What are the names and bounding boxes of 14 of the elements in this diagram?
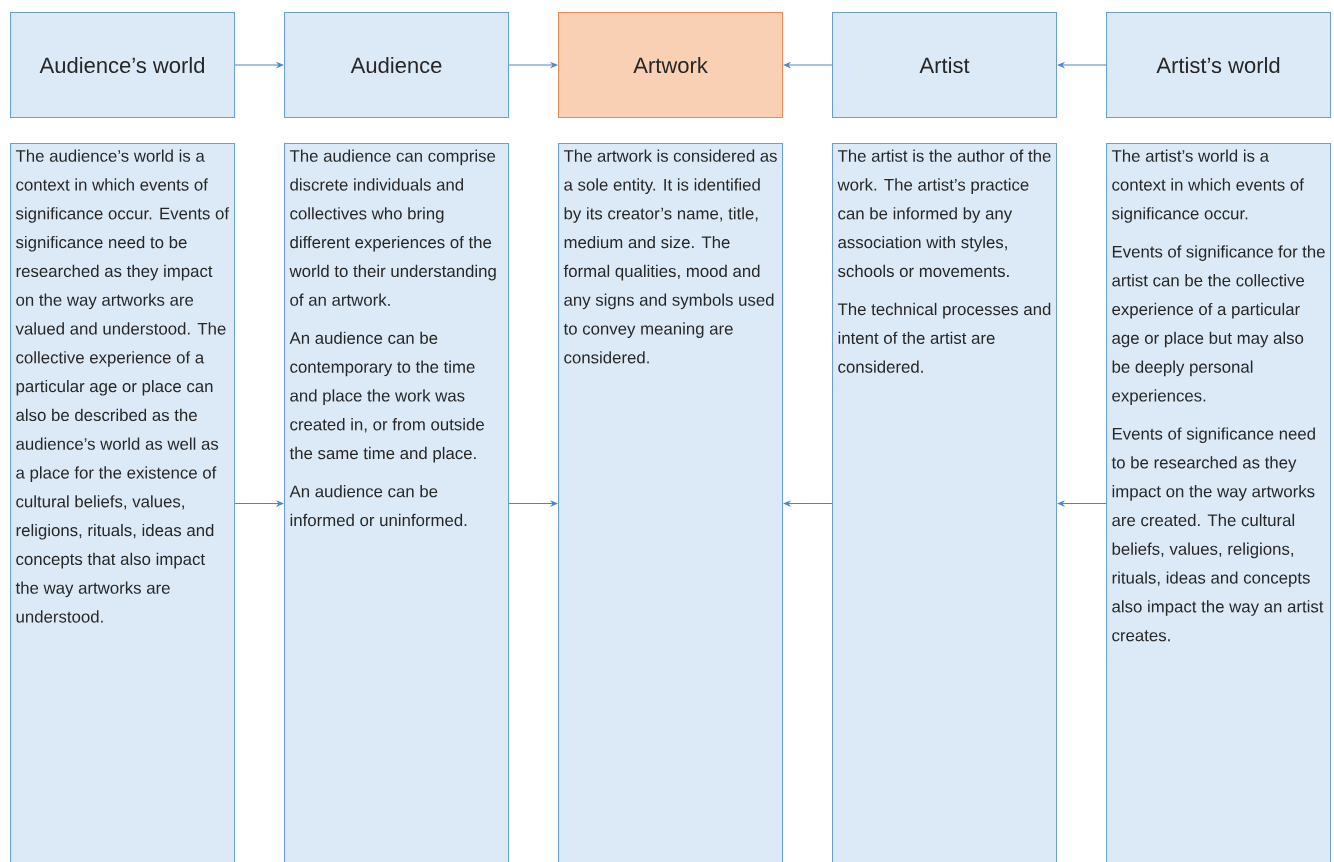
heading-box: Audience’s world — [10, 12, 236, 119]
heading-box: Audience — [284, 12, 510, 119]
description-box: The artist’s world is a context in which events of significance occur. Events of significance for the artist can be the collective experience of a particular age or place but may also be deeply personal experiences. Events of significance need to be researched as they impact on the way artworks are created. The cultural beliefs, values, religions, rituals, ideas and concepts also impact the way an artist creates. — [1106, 143, 1332, 862]
description-box: The artwork is considered as a sole entity. It is identified by its creator’s name, title, medium and size. The formal qualities, mood and any signs and symbols used to convey meaning are considered. — [558, 143, 784, 862]
arrow — [508, 500, 558, 507]
arrow — [1057, 500, 1107, 507]
heading-box: Artwork — [558, 12, 784, 119]
heading-box: Artist — [832, 12, 1058, 119]
arrow — [783, 500, 833, 507]
description-box: The audience’s world is a context in which events of significance occur. Events of significance need to be researched as they impact on the way artworks are valued and understood. The collective experience of a particular age or place can also be described as the audience’s world as well as a place for the existence of cultural beliefs, values, religions, rituals, ideas and concepts that also impact the way artworks are understood. — [10, 143, 236, 862]
arrow — [234, 500, 284, 507]
description-box: The artist is the author of the work. The artist’s practice can be informed by any association with styles, schools or movements. The technical processes and intent of the artist are considered. — [832, 143, 1058, 862]
heading-box: Artist’s world — [1106, 12, 1332, 119]
description-box: The audience can comprise discrete individuals and collectives who bring different experiences of the world to their understanding of an artwork. An audience can be contemporary to the time and place the work was created in, or from outside the same time and place. An audience can be informed or uninformed. — [284, 143, 510, 862]
